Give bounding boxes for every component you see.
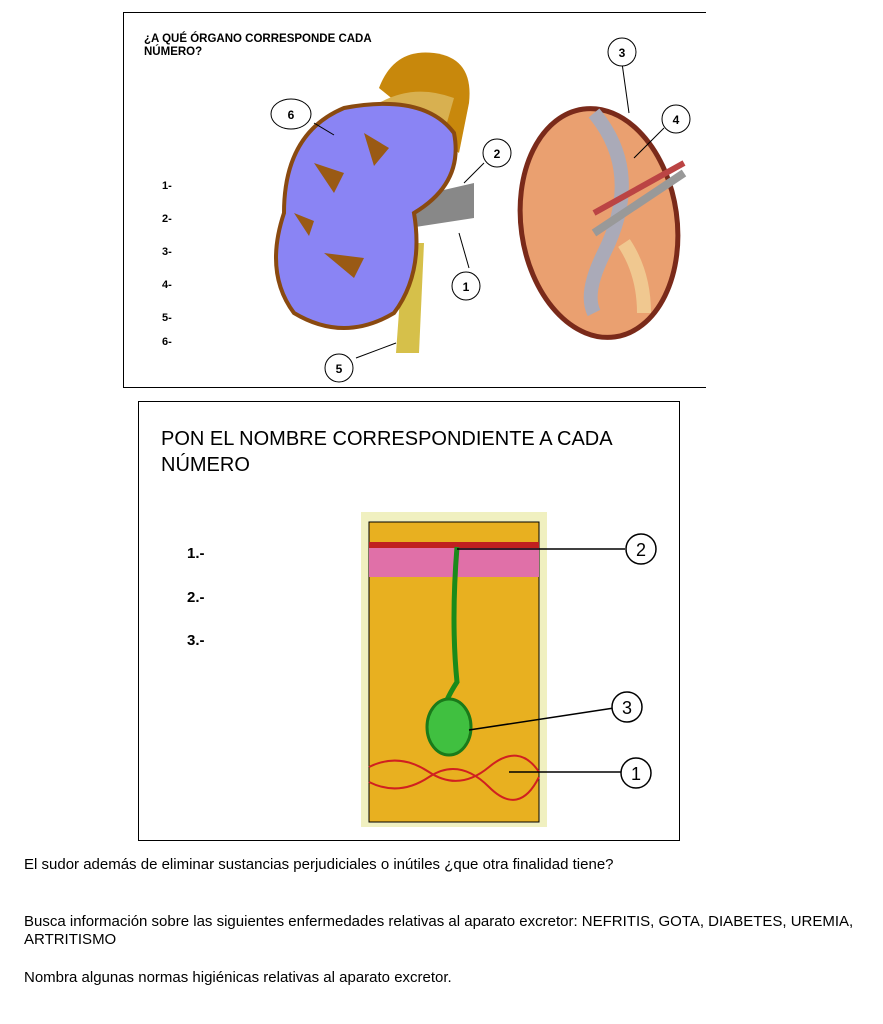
sweat-gland-illustration: 2 3 1 <box>361 512 657 827</box>
answer-line: 3- <box>162 246 172 258</box>
callout-3: 3 <box>619 46 626 60</box>
question-hygiene: Nombra algunas normas higiénicas relativ… <box>24 969 452 986</box>
answer-line: 2- <box>162 213 172 225</box>
kidney-exercise: ¿A QUÉ ÓRGANO CORRESPONDE CADA NÚMERO? 1… <box>123 12 706 388</box>
answer-line: 6- <box>162 336 172 348</box>
question-diseases: Busca información sobre las siguientes e… <box>24 913 854 948</box>
callout-2: 2 <box>494 147 501 161</box>
callout-1: 1 <box>463 280 470 294</box>
callout-3: 3 <box>622 698 632 718</box>
answer-line: 1- <box>162 180 172 192</box>
callout-1: 1 <box>631 764 641 784</box>
answer-line: 3.- <box>187 632 205 649</box>
callout-5: 5 <box>336 362 343 376</box>
callout-4: 4 <box>673 113 680 127</box>
answer-line: 2.- <box>187 589 205 606</box>
kidney-title: ¿A QUÉ ÓRGANO CORRESPONDE CADA NÚMERO? <box>144 33 372 58</box>
kidney-illustration: 6 2 1 3 4 5 <box>270 37 691 383</box>
skin-exercise: PON EL NOMBRE CORRESPONDIENTE A CADA NÚM… <box>138 401 680 841</box>
answer-line: 4- <box>162 279 172 291</box>
callout-2: 2 <box>636 540 646 560</box>
question-sweat: El sudor además de eliminar sustancias p… <box>24 856 614 873</box>
answer-line: 5- <box>162 312 172 324</box>
answer-line: 1.- <box>187 545 205 562</box>
callout-6: 6 <box>288 108 295 122</box>
skin-title: PON EL NOMBRE CORRESPONDIENTE A CADA NÚM… <box>161 428 612 476</box>
